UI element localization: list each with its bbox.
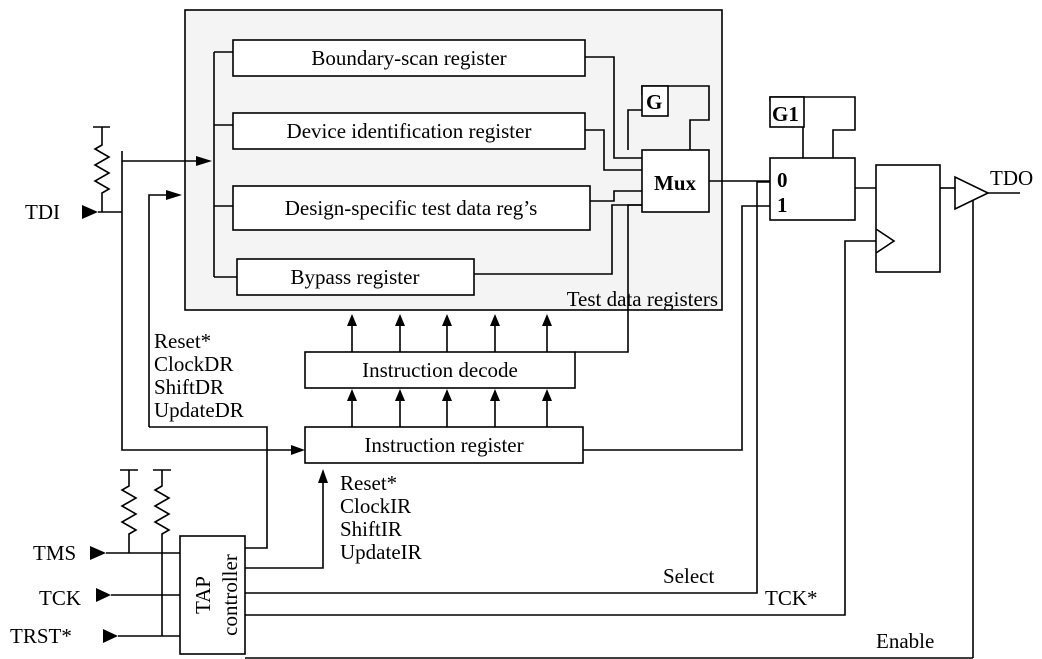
instruction-decode: Instruction decode [304, 351, 576, 389]
register-input-bus [213, 51, 237, 278]
dr-signal-clockdr: ClockDR [154, 352, 233, 376]
mux-gate-label: G [646, 90, 662, 114]
instruction-decode-label: Instruction decode [362, 358, 518, 382]
dr-control-wires [148, 190, 268, 549]
dr-signal-list: Reset* ClockDR ShiftDR UpdateDR [154, 329, 244, 422]
mux-gate-g: G [627, 85, 710, 150]
device-identification-register: Device identification register [232, 112, 586, 150]
ir-signal-reset: Reset* [340, 471, 397, 495]
tms-pullup-resistor [120, 469, 138, 553]
tdo-label: TDO [990, 166, 1033, 190]
instruction-register: Instruction register [304, 426, 584, 464]
boundary-scan-register: Boundary-scan register [232, 39, 586, 77]
tms-label: TMS [33, 541, 76, 565]
output-mux-in1: 1 [777, 193, 788, 217]
ir-signal-updateir: UpdateIR [340, 540, 422, 564]
output-flip-flop [855, 164, 941, 273]
trst-input [103, 629, 180, 643]
trst-pullup-resistor [153, 469, 171, 636]
decode-to-registers-arrows [347, 314, 552, 352]
mux-control-from-decode [575, 204, 642, 353]
tdi-input [82, 151, 305, 455]
register-output-wires [474, 56, 642, 275]
output-mux-gate-g1: G1 [769, 96, 856, 158]
test-data-registers-caption: Test data registers [567, 287, 718, 311]
enable-label: Enable [876, 629, 934, 653]
output-buffer [954, 175, 1020, 658]
bypass-register-label: Bypass register [291, 265, 420, 289]
tms-input [90, 546, 180, 560]
tap-controller: TAP controller [179, 535, 246, 655]
design-specific-register-label: Design-specific test data reg’s [285, 196, 538, 220]
tap-controller-label-line1: TAP [191, 576, 215, 614]
output-mux-gate-label: G1 [772, 102, 799, 126]
ir-signal-shiftir: ShiftIR [340, 517, 402, 541]
trst-label: TRST* [10, 624, 72, 648]
dr-signal-reset: Reset* [154, 329, 211, 353]
ir-signal-list: Reset* ClockIR ShiftIR UpdateIR [340, 471, 422, 564]
ir-control-wire [245, 469, 328, 569]
device-identification-register-label: Device identification register [287, 119, 532, 143]
tck-input [96, 588, 180, 602]
design-specific-register: Design-specific test data reg’s [232, 185, 591, 231]
output-mux: 0 1 [769, 157, 856, 221]
select-label: Select [663, 564, 714, 588]
select-wire [245, 181, 770, 594]
register-to-decode-arrows [347, 389, 552, 427]
mux-label: Mux [654, 171, 697, 195]
tck-star-wire [245, 240, 876, 616]
tap-controller-label-line2: controller [218, 554, 242, 636]
instruction-register-label: Instruction register [364, 433, 523, 457]
dr-signal-shiftdr: ShiftDR [154, 375, 224, 399]
tck-star-label: TCK* [765, 586, 818, 610]
instruction-register-to-output-mux [583, 205, 770, 451]
tck-label: TCK [39, 586, 81, 610]
ir-signal-clockir: ClockIR [340, 494, 411, 518]
dr-signal-updatedr: UpdateDR [154, 398, 244, 422]
mux: Mux [641, 149, 710, 213]
tdi-pullup-resistor [93, 126, 111, 212]
bypass-register: Bypass register [236, 258, 475, 296]
boundary-scan-register-label: Boundary-scan register [311, 46, 506, 70]
output-mux-in0: 0 [777, 168, 788, 192]
tdi-label: TDI [25, 200, 60, 224]
